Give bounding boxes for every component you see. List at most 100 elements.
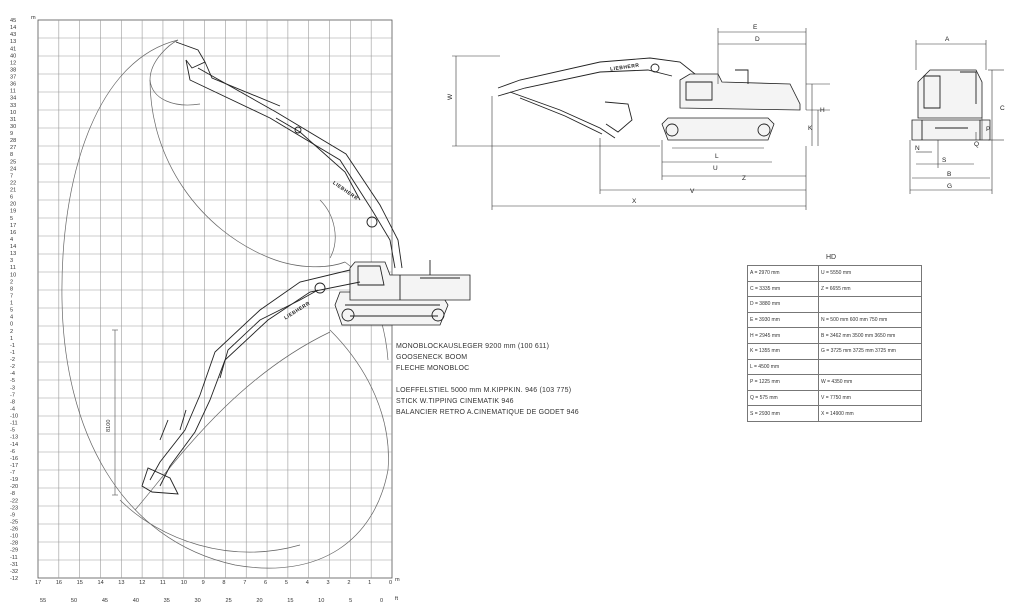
y-tick-label: 3 [10,258,13,264]
y-tick-label: -28 [10,541,18,547]
hd-cell-left: Q = 575 mm [747,389,819,407]
dim-V: V [690,188,695,195]
stick-note-2: STICK W.TIPPING CINEMATIK 946 [396,398,514,405]
hd-cell-right: N = 500 mm 600 mm 750 mm [818,311,922,329]
x-unit-ft-label: ft [395,596,399,602]
hd-cell-right: B = 3462 mm 3500 mm 3650 mm [818,327,922,344]
x-tick-label-ft: 20 [256,598,262,604]
dim-G: G [947,183,952,190]
y-tick-label: 10 [10,110,16,116]
dim-E: E [753,24,758,31]
y-tick-label: -6 [10,449,15,455]
hd-cell-right: V = 7750 mm [818,389,922,407]
y-tick-label: 24 [10,166,16,172]
hd-cell-left: S = 2930 mm [747,405,819,422]
y-tick-label: 1 [10,301,13,307]
y-tick-label: 25 [10,159,16,165]
x-tick-label-ft: 55 [40,598,46,604]
y-tick-label: -5 [10,428,15,434]
y-tick-label: -32 [10,569,18,575]
y-tick-label: -23 [10,505,18,511]
y-tick-label: 34 [10,96,16,102]
y-tick-label: -25 [10,519,18,525]
y-tick-label: -8 [10,399,15,405]
y-tick-label: -17 [10,463,18,469]
x-tick-label-m: 14 [97,580,103,586]
stick-note-1: LOEFFELSTIEL 5000 mm M.KIPPKIN. 946 (103… [396,387,572,394]
hd-table-title: HD [826,254,837,261]
y-tick-label: -9 [10,512,15,518]
x-tick-label-ft: 50 [71,598,77,604]
x-unit-m-label: m [395,577,400,583]
dim-U: U [713,165,718,172]
dim-Z: Z [742,175,746,182]
x-tick-label-ft: 5 [349,598,352,604]
x-tick-label-m: 12 [139,580,145,586]
y-tick-label: 28 [10,138,16,144]
x-tick-label-ft: 40 [133,598,139,604]
x-tick-label-m: 0 [389,580,392,586]
y-tick-label: 7 [10,173,13,179]
x-tick-label-m: 10 [181,580,187,586]
y-tick-label: 21 [10,188,16,194]
x-tick-label-ft: 0 [380,598,383,604]
dim-L: L [715,153,719,160]
hd-cell-right: X = 14900 mm [818,405,922,422]
y-tick-label: 8 [10,152,13,158]
x-tick-label-ft: 15 [287,598,293,604]
y-unit-m-label: m [31,15,36,21]
y-tick-label: 5 [10,308,13,314]
dim-S: S [942,157,947,164]
dim-C: C [1000,105,1005,112]
hd-cell-left: K = 1355 mm [747,342,819,360]
side-view-logo: LIEBHERR [610,63,640,73]
stick-note-3: BALANCIER RETRO A.CINEMATIQUE DE GODET 9… [396,409,579,416]
x-tick-label-ft: 35 [164,598,170,604]
hd-cell-right: W = 4350 mm [818,374,922,391]
x-tick-label-m: 13 [118,580,124,586]
y-tick-label: 14 [10,244,16,250]
y-tick-label: 0 [10,322,13,328]
x-tick-label-m: 17 [35,580,41,586]
dim-B: B [947,171,951,178]
hd-cell-left: H = 2945 mm [747,327,819,344]
y-tick-label: 13 [10,39,16,45]
x-tick-label-m: 6 [264,580,267,586]
y-tick-label: -19 [10,477,18,483]
boom-note-3: FLECHE MONOBLOC [396,365,470,372]
y-tick-label: -29 [10,548,18,554]
y-tick-label: 6 [10,195,13,201]
x-tick-label-m: 11 [160,580,166,586]
side-view-drawing: LIEBHERR [497,57,801,141]
y-tick-label: 12 [10,60,16,66]
excavator-body-grid [334,260,471,326]
dim-P: P [986,126,990,133]
hd-cell-left: L = 4500 mm [747,358,819,376]
y-tick-label: 22 [10,180,16,186]
hd-cell-left: P = 1225 mm [747,374,819,391]
y-tick-label: 11 [10,265,16,271]
front-view-drawing [911,69,991,141]
hd-cell-right: Z = 6655 mm [818,280,922,298]
y-tick-label: -12 [10,576,18,582]
y-tick-label: -31 [10,562,18,568]
boom-note-2: GOOSENECK BOOM [396,354,468,361]
y-tick-label: -2 [10,364,15,370]
y-tick-label: -1 [10,350,15,356]
hd-cell-right: G = 3725 mm 3725 mm 3725 mm [818,342,922,360]
y-tick-label: -4 [10,406,15,412]
x-tick-label-m: 7 [243,580,246,586]
hd-cell-left: C = 3335 mm [747,280,819,298]
boom-note-1: MONOBLOCKAUSLEGER 9200 mm (100 611) [396,343,550,350]
x-tick-label-m: 16 [56,580,62,586]
dim-K: K [808,125,813,132]
dim-N: N [915,145,920,152]
x-tick-label-m: 4 [306,580,309,586]
x-tick-label-m: 3 [327,580,330,586]
